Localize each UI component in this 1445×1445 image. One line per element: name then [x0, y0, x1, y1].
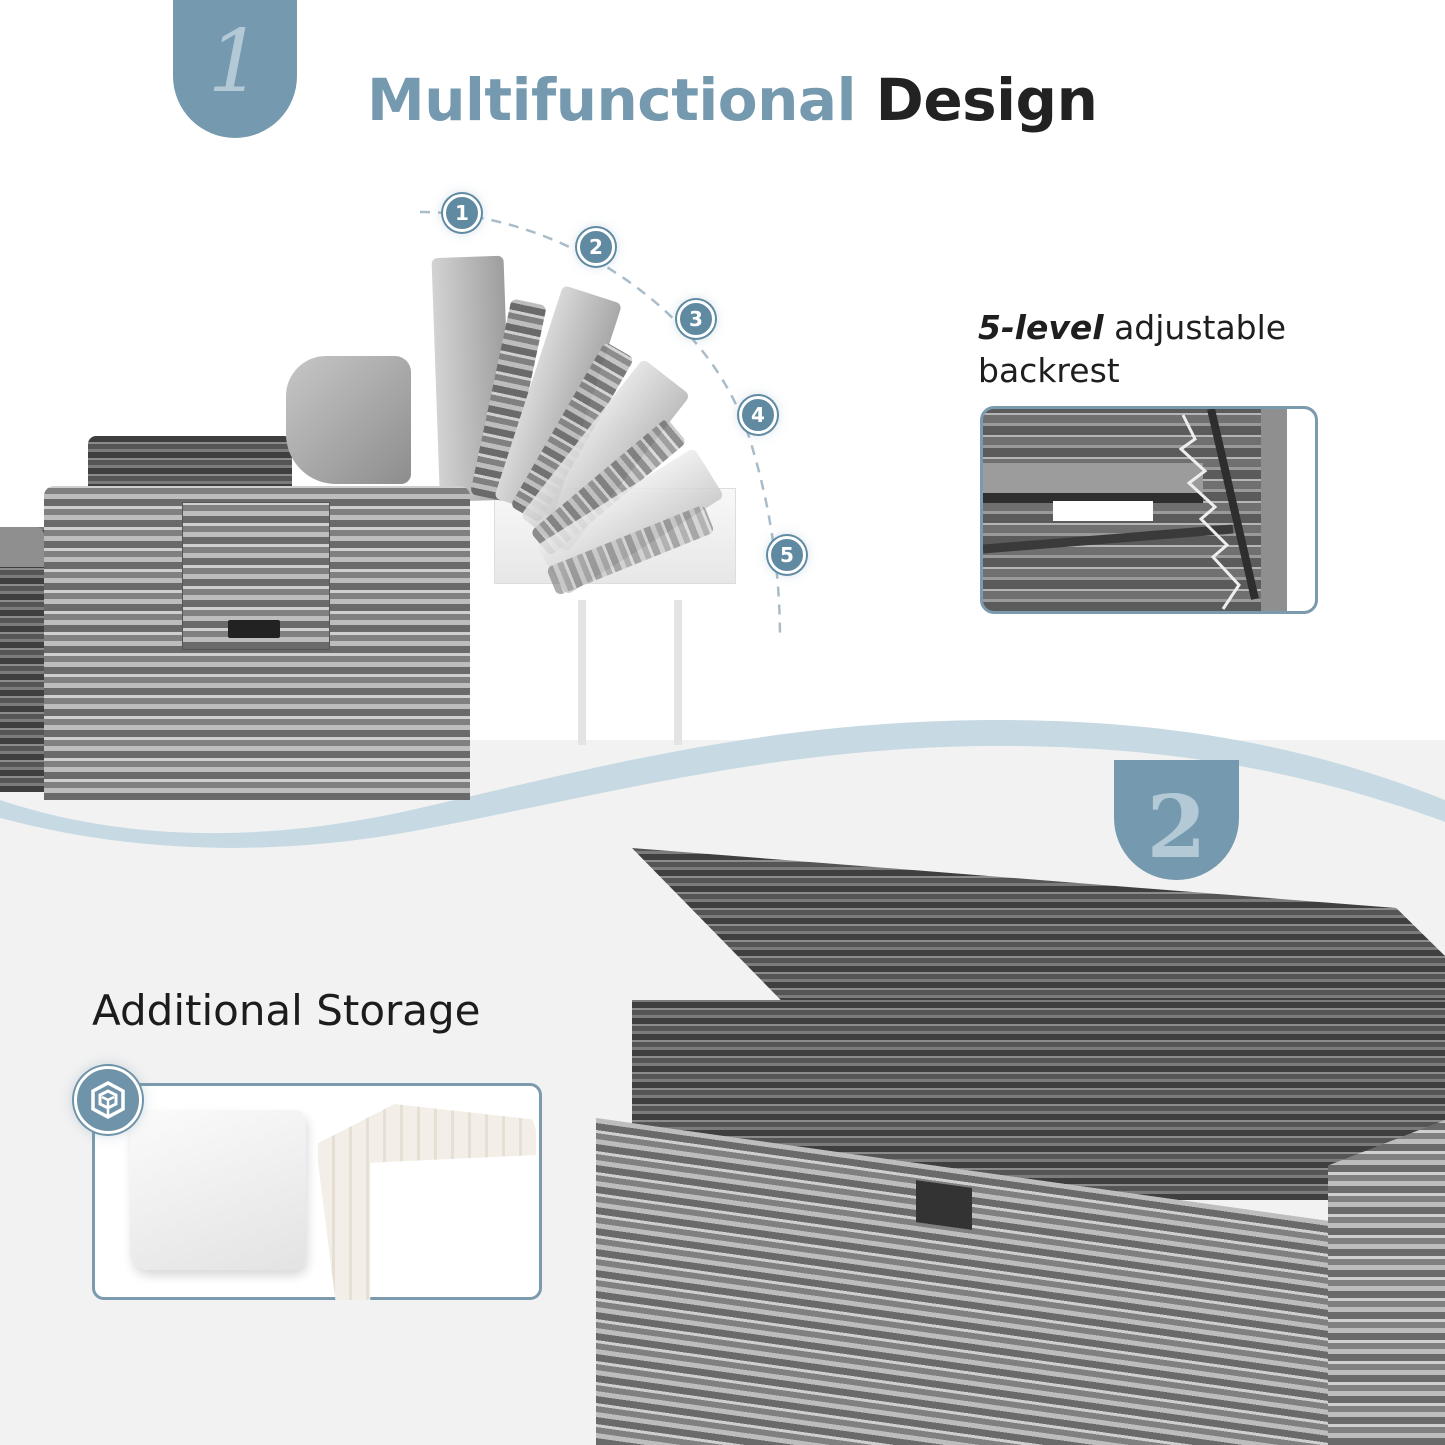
- section-number-badge-1: 1: [173, 0, 297, 138]
- storage-chest-handle: [916, 1180, 972, 1230]
- backrest-closeup-image: [980, 406, 1318, 614]
- storage-chest-side: [1328, 1120, 1445, 1445]
- ratchet-bracket-icon: [983, 409, 1315, 611]
- ottoman-cushion: [0, 527, 44, 567]
- sofa-throw-pillow: [286, 356, 411, 484]
- step-marker-2: 2: [577, 228, 615, 266]
- backrest-feature-caption: 5-level adjustable backrest: [978, 306, 1286, 392]
- page-title: Multifunctional Design: [367, 66, 1098, 134]
- step-marker-1: 1: [443, 194, 481, 232]
- sofa-backrest-rail: [88, 436, 292, 490]
- cube-icon: [74, 1066, 142, 1134]
- feature-emphasis: 5-level: [978, 308, 1104, 347]
- section-number-badge-2: 2: [1114, 760, 1239, 880]
- storage-title: Additional Storage: [92, 986, 481, 1035]
- section-number: 2: [1146, 777, 1207, 878]
- step-marker-3: 3: [677, 300, 715, 338]
- title-accent-text: Multifunctional: [367, 66, 856, 134]
- section-number: 1: [207, 12, 263, 112]
- reclined-support-ghost: [578, 600, 682, 745]
- sofa-recline-handle: [228, 620, 280, 638]
- feature-text-line2: backrest: [978, 351, 1120, 390]
- ottoman-edge: [0, 527, 44, 792]
- feature-text-line1: adjustable: [1114, 308, 1287, 347]
- title-dark-text: Design: [875, 66, 1098, 134]
- white-pillow-image: [130, 1110, 306, 1270]
- step-marker-5: 5: [768, 536, 806, 574]
- wave-divider: [0, 720, 1445, 850]
- step-marker-4: 4: [739, 396, 777, 434]
- adjustment-arc: [419, 210, 782, 641]
